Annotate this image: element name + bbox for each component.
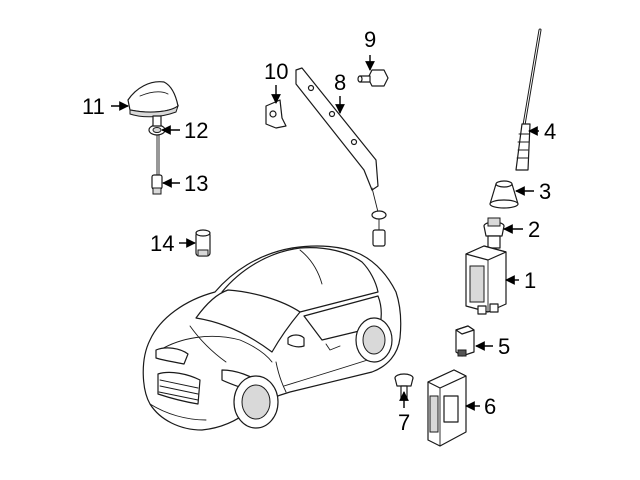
leader-lines: [111, 55, 539, 411]
roof-antenna-part-11: [127, 81, 179, 118]
connector-part-5: [455, 325, 475, 357]
callout-label-13: 13: [184, 171, 208, 196]
callout-label-14: 14: [150, 231, 174, 256]
callout-label-10: 10: [264, 59, 288, 84]
antenna-base-part-12: [148, 115, 166, 136]
connector-part-14: [195, 229, 211, 257]
callout-label-5: 5: [498, 334, 510, 359]
callout-label-2: 2: [528, 217, 540, 242]
callout-label-4: 4: [544, 119, 556, 144]
callout-label-12: 12: [184, 118, 208, 143]
antenna-strip-part-8: [295, 67, 387, 247]
callout-label-1: 1: [524, 268, 536, 293]
nut-part-2: [483, 217, 505, 237]
mast-antenna-part-4: [515, 28, 542, 171]
callout-label-3: 3: [539, 179, 551, 204]
base-cover-part-3: [489, 180, 519, 209]
callout-label-6: 6: [484, 394, 496, 419]
bracket-part-10: [265, 99, 287, 129]
bolt-part-9: [357, 69, 389, 87]
control-module-part-6: [427, 369, 467, 447]
callout-label-11: 11: [82, 94, 105, 119]
amplifier-module-part-1: [465, 235, 507, 315]
callout-label-9: 9: [364, 27, 376, 52]
callout-label-8: 8: [334, 70, 346, 95]
antenna-cable-part-13: [151, 134, 163, 195]
vehicle-illustration: [142, 245, 402, 431]
callout-label-7: 7: [398, 410, 410, 435]
